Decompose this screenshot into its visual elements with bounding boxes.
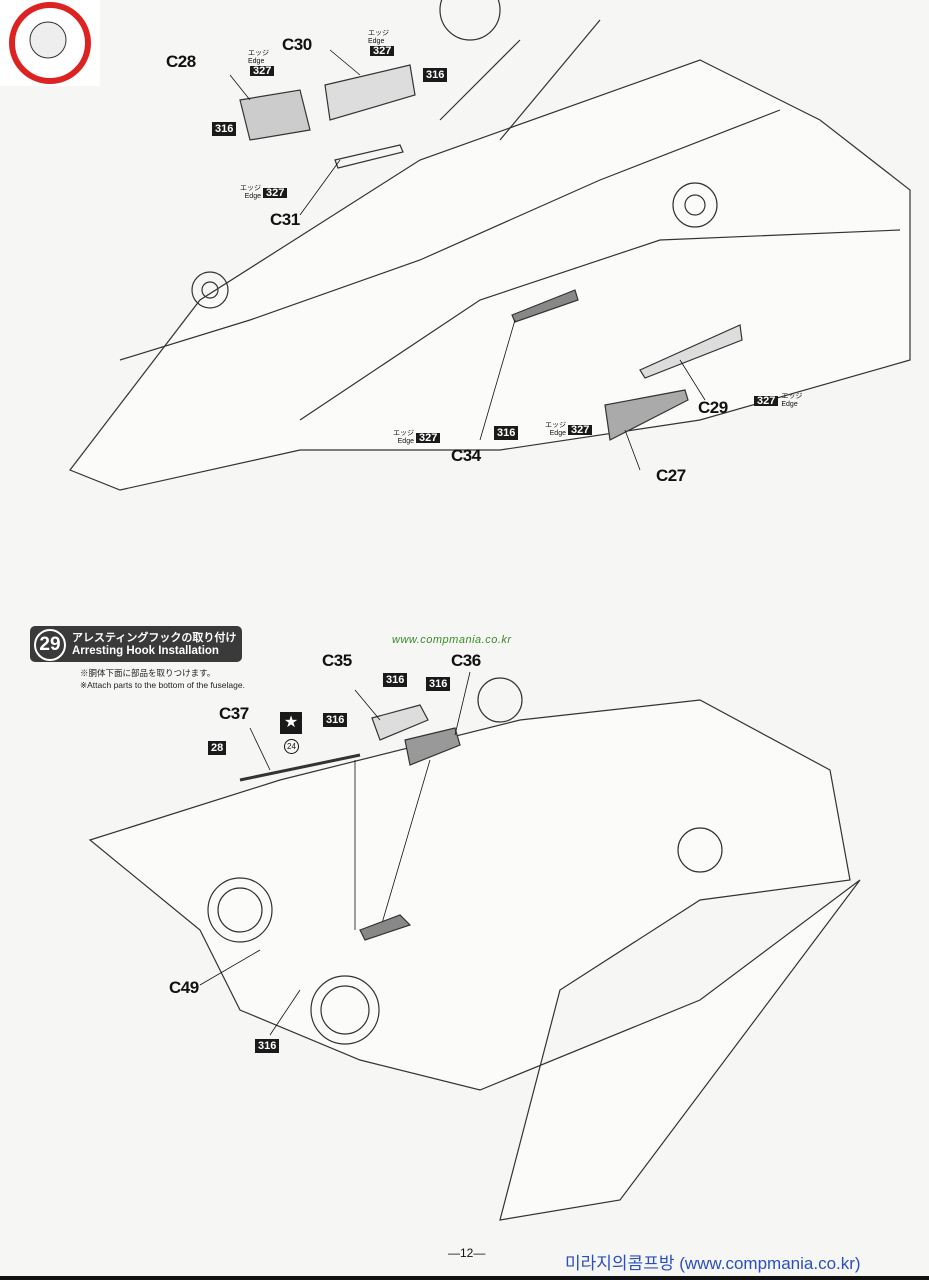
part-label-c29: C29 [698, 398, 728, 417]
part-label-c31: C31 [270, 210, 300, 229]
part-label-c36: C36 [451, 651, 481, 670]
step-title-en: Arresting Hook Installation [72, 645, 219, 657]
watermark: www.compmania.co.kr [392, 634, 512, 646]
paint-316: 316 [426, 677, 451, 691]
part-label-c35: C35 [322, 651, 352, 670]
footer-credit: 미라지의콤프방 (www.compmania.co.kr) [565, 1254, 861, 1273]
part-label-c49: C49 [169, 978, 199, 997]
part-label-c27: C27 [656, 466, 686, 485]
paint-316: 316 [323, 713, 348, 727]
note-en: ※Attach parts to the bottom of the fusel… [80, 680, 245, 690]
decal-ref-24: 24 [284, 739, 299, 754]
step-29-header: 29 アレスティングフックの取り付け Arresting Hook Instal… [30, 626, 242, 662]
bottom-border [0, 1276, 929, 1280]
paint-316: 316 [212, 122, 237, 136]
paint-28: 28 [208, 741, 227, 755]
step-title-jp: アレスティングフックの取り付け [72, 632, 237, 644]
part-label-c34: C34 [451, 446, 481, 465]
paint-316: 316 [423, 68, 448, 82]
part-label-c30: C30 [282, 35, 312, 54]
part-label-c28: C28 [166, 52, 196, 71]
paint-316: 316 [494, 426, 519, 440]
step-number: 29 [34, 629, 66, 661]
paint-316: 316 [255, 1039, 280, 1053]
paint-316: 316 [383, 673, 408, 687]
star-decal-icon: ★ [280, 712, 302, 734]
page-number: —12— [448, 1246, 486, 1260]
part-label-c37: C37 [219, 704, 249, 723]
compmania-logo [0, 0, 100, 86]
note-jp: ※胴体下面に部品を取りつけます。 [80, 668, 216, 678]
